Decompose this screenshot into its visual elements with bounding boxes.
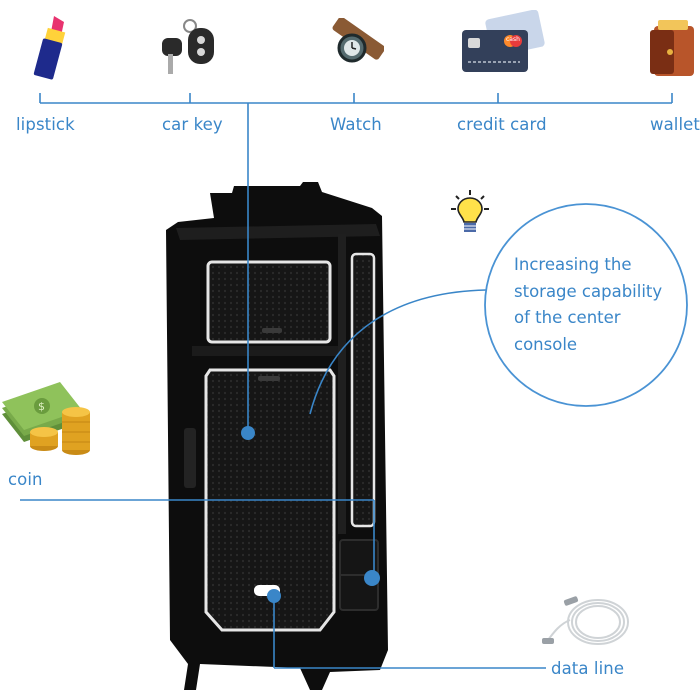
marker-data-line [267, 589, 281, 603]
tray-rim [176, 224, 380, 240]
data-cable-icon [542, 596, 629, 645]
item-label-watch: Watch [330, 115, 382, 134]
svg-text:$: $ [38, 400, 45, 413]
wallet-icon [650, 20, 694, 76]
cash-coins-icon: $ [2, 382, 90, 455]
coin-label: coin [8, 470, 43, 489]
car-key-icon [162, 19, 214, 74]
callout-line-1: Increasing the [514, 255, 632, 274]
upper-compartment [206, 260, 332, 344]
item-label-wallet: wallet [650, 115, 700, 134]
callout-circle [484, 203, 688, 407]
marker-upper [241, 426, 255, 440]
item-label-car-key: car key [162, 115, 223, 134]
item-label-credit-card: credit card [457, 115, 547, 134]
data-line-label: data line [551, 659, 625, 678]
credit-card-icon: cash [458, 10, 548, 78]
side-channel [350, 252, 376, 528]
leader-callout [309, 289, 487, 415]
item-label-lipstick: lipstick [16, 115, 75, 134]
lightbulb-icon [451, 190, 489, 232]
lipstick-icon [33, 16, 66, 80]
callout-line-4: console [514, 334, 578, 354]
callout-line-2: storage capability [514, 281, 663, 301]
marker-coin [364, 570, 380, 586]
card-brand-text: cash [506, 36, 520, 43]
watch-icon [332, 18, 384, 63]
storage-callout-text: Increasing the storage capability of the… [514, 252, 674, 358]
callout-line-3: of the center [514, 308, 621, 327]
